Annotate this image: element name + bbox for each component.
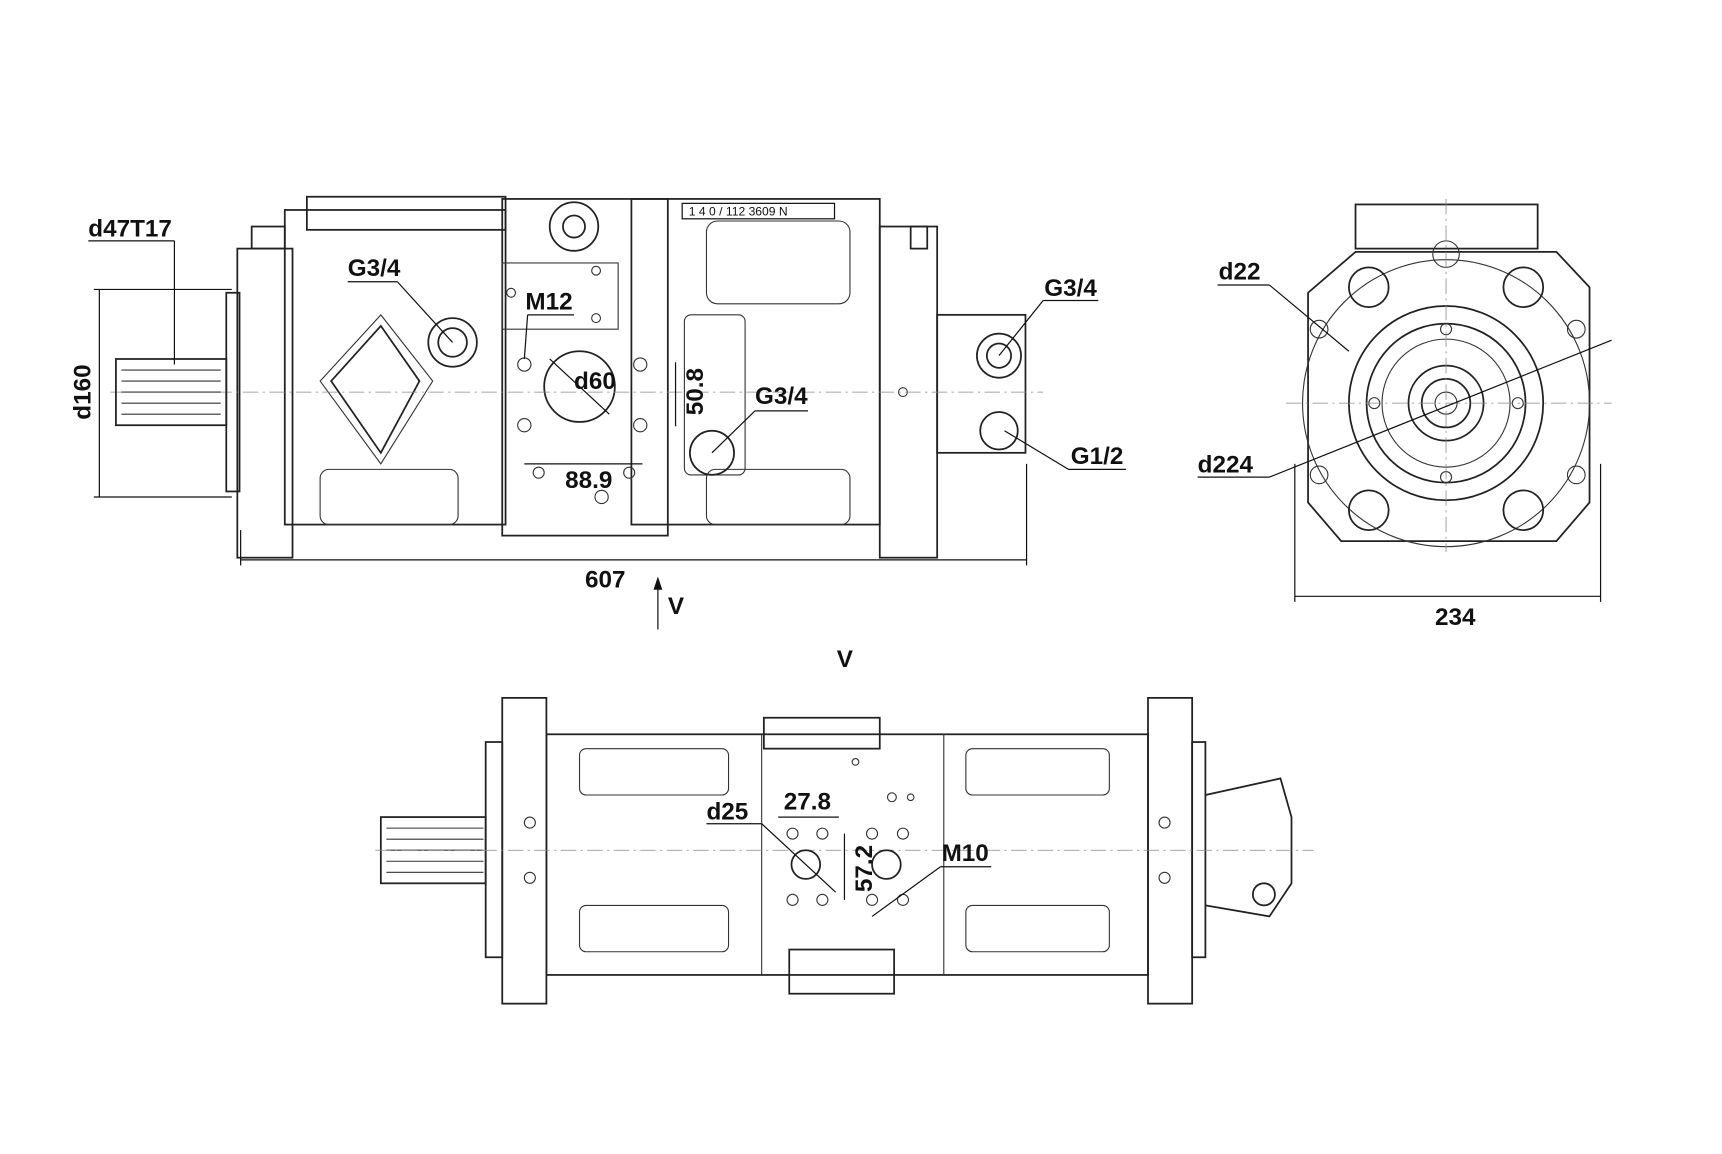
label-port-spacing-horizontal: 88.9 (565, 467, 612, 494)
nameplate-text: 1 4 0 / 112 3609 N (689, 204, 788, 218)
label-port-spacing-vertical: 50.8 (682, 368, 709, 415)
bottom-view-title: V (837, 646, 854, 673)
label-shaft-spline: d47T17 (88, 215, 172, 242)
bottom-view: V 27.8 d25 57.2 M10 (375, 646, 1314, 1005)
label-spacing-vertical: 57.2 (851, 845, 878, 892)
side-view: d22 d224 234 (1197, 198, 1612, 631)
label-port-right-top: G3/4 (1044, 275, 1097, 302)
label-spacing-horizontal: 27.8 (784, 788, 831, 815)
label-bolt-hole: d22 (1219, 259, 1261, 286)
label-thread-top: M12 (525, 288, 572, 315)
label-port-bore: d60 (574, 368, 616, 395)
front-view: 1 4 0 / 112 3609 N d47T17 d160 G3/4 M12 … (70, 195, 1126, 630)
label-width: 234 (1435, 604, 1476, 631)
label-view-arrow: V (668, 593, 685, 620)
label-flange-diameter: d160 (70, 364, 97, 419)
label-port-mid: G3/4 (755, 383, 808, 410)
nameplate (681, 202, 836, 220)
label-port-left: G3/4 (348, 255, 401, 282)
label-pitch-diameter: d224 (1198, 452, 1254, 479)
label-overall-length: 607 (585, 566, 626, 593)
label-port-bore-bottom: d25 (706, 798, 748, 825)
label-thread-bottom: M10 (942, 840, 989, 867)
label-port-right-bottom: G1/2 (1071, 443, 1124, 470)
